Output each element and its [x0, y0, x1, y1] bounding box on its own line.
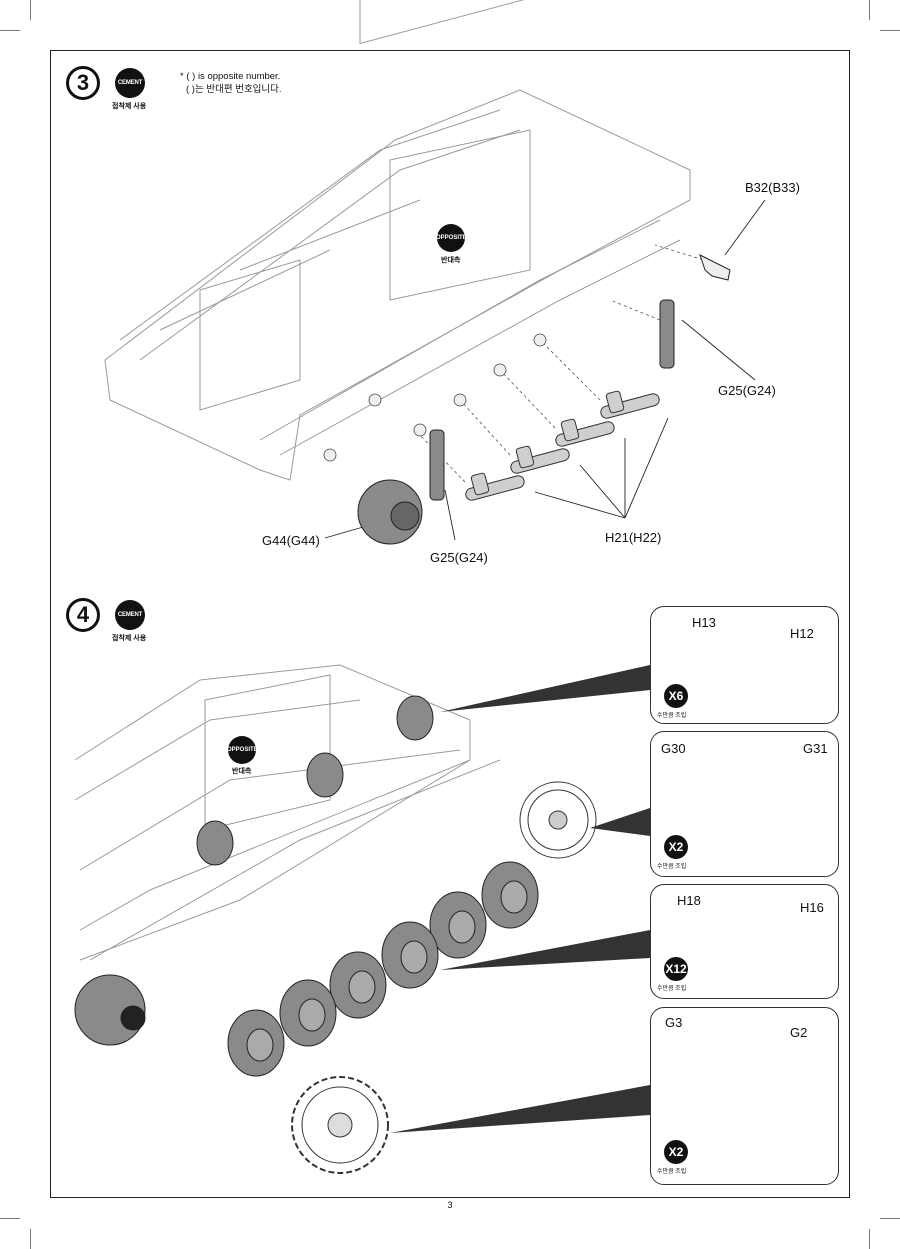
part-label-g25-top: G25(G24) [718, 383, 776, 398]
cement-sub-label: 접착제 사용 [112, 103, 147, 110]
opposite-sub-label: 반대측 [232, 768, 252, 775]
crop-mark [30, 0, 31, 20]
cement-icon: CEMENT [115, 68, 145, 98]
guide-wedge [440, 930, 650, 970]
crop-mark [869, 1229, 870, 1249]
step-4-number: 4 [66, 598, 100, 632]
opposite-icon [228, 736, 256, 764]
quantity-badge: X6 [664, 684, 688, 708]
road-wheel-row [227, 861, 539, 1077]
road-wheel [429, 891, 487, 959]
part-label-g2: G2 [790, 1025, 808, 1040]
step-3-number: 3 [66, 66, 100, 100]
quantity-badge: X12 [664, 957, 688, 981]
road-wheel [329, 951, 387, 1019]
crop-mark [880, 30, 900, 31]
opposite-label: OPPOSITE [227, 747, 258, 753]
part-label-b32: B32(B33) [745, 180, 800, 195]
opposite-note-en: * ( ) is opposite number. [180, 71, 281, 82]
part-label-g25-bottom: G25(G24) [430, 550, 488, 565]
g25-shock [429, 429, 445, 501]
cement-icon: CEMENT [115, 600, 145, 630]
crop-mark [0, 1218, 20, 1219]
quantity-sub-label: 수만큼 조립 [657, 1169, 687, 1175]
guide-wedge [590, 808, 650, 836]
hull-top-edge [119, 109, 501, 341]
return-roller-group [196, 695, 434, 866]
quantity-sub-label: 수만큼 조립 [657, 986, 687, 992]
part-label-g31: G31 [803, 741, 828, 756]
opposite-sub-label: 반대측 [441, 257, 461, 264]
road-wheel [381, 921, 439, 989]
crop-mark [880, 1218, 900, 1219]
road-wheel [227, 1009, 285, 1077]
opposite-note-ko: ( )는 반대편 번호입니다. [186, 84, 282, 95]
page-number: 3 [447, 1200, 453, 1210]
crop-mark [0, 30, 20, 31]
h21-arm [600, 390, 660, 419]
part-label-g3: G3 [665, 1015, 683, 1030]
road-wheel [279, 979, 337, 1047]
part-label-g30: G30 [661, 741, 686, 756]
hull-outline [74, 664, 471, 961]
h21-arm [465, 472, 525, 501]
opposite-icon [437, 224, 465, 252]
h21-arm [510, 445, 570, 474]
page-frame [50, 50, 850, 1198]
h21-arm [555, 418, 615, 447]
part-label-h21: H21(H22) [605, 530, 662, 545]
guide-wedge [390, 1085, 650, 1133]
quantity-badge: X2 [664, 835, 688, 859]
crop-mark [869, 0, 870, 20]
opposite-label: OPPOSITE [436, 235, 467, 241]
idler-wheel [519, 781, 597, 859]
quantity-badge: X2 [664, 1140, 688, 1164]
guide-wedge [440, 665, 650, 712]
g25-shock [659, 299, 675, 369]
quantity-sub-label: 수만큼 조립 [657, 713, 687, 719]
part-label-h12: H12 [790, 626, 814, 641]
crop-mark [30, 1229, 31, 1249]
part-label-h18: H18 [677, 893, 701, 908]
hull-bulkhead-rear [389, 129, 531, 301]
road-wheel [481, 861, 539, 929]
part-label-g44: G44(G44) [262, 533, 320, 548]
step3-drawing [104, 0, 766, 545]
g44-hub [357, 479, 423, 545]
quantity-sub-label: 수만큼 조립 [657, 864, 687, 870]
hull-bulkhead-mid [199, 259, 301, 411]
part-label-h16: H16 [800, 900, 824, 915]
drive-sprocket [291, 1076, 389, 1174]
final-drive-hub [74, 974, 146, 1046]
detail-panel-h18-h16 [650, 884, 839, 999]
cement-sub-label: 접착제 사용 [112, 635, 147, 642]
b32-bracket [699, 254, 731, 281]
part-label-h13: H13 [692, 615, 716, 630]
